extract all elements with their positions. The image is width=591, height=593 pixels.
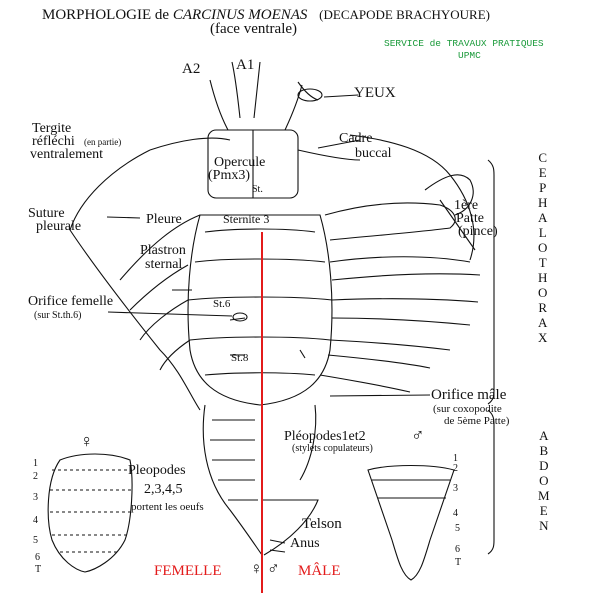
cephalothorax-letter: L (538, 225, 547, 240)
title-species: CARCINUS MOENAS (172, 7, 308, 23)
male-seg-6: 6 (455, 544, 460, 555)
sex-symbols: ♀ ♂ (250, 559, 280, 578)
abdomen-letter: D (539, 458, 549, 473)
label-telson: Telson (302, 516, 342, 532)
label-male: MÂLE (298, 563, 341, 579)
label-opercule-1: Opercule (214, 155, 266, 170)
label-orifice-male-note-2: de 5ème Patte) (444, 415, 510, 427)
female-symbol: ♀ (80, 431, 94, 451)
label-plastron-1: Plastron (140, 243, 186, 258)
abdomen-letter: O (539, 473, 549, 488)
cephalothorax-letter: T (538, 255, 547, 270)
label-pleopodes-3: portent les oeufs (131, 501, 204, 513)
page-title: MORPHOLOGIE de CARCINUS MOENAS (DECAPODE… (42, 8, 490, 23)
label-cadre-1: Cadre (339, 131, 373, 146)
cephalothorax-letter: C (538, 150, 548, 165)
label-patte-3: (pince) (458, 224, 498, 239)
female-seg-6: 6 (35, 552, 40, 563)
label-plastron-2: sternal (145, 257, 183, 272)
female-seg-1: 1 (33, 458, 38, 469)
cephalothorax-letter: A (538, 315, 548, 330)
label-st8: St.8 (231, 352, 249, 364)
cephalothorax-letter: E (538, 165, 547, 180)
male-seg-2: 2 (453, 463, 458, 474)
label-orifice-male-note-1: (sur coxopodite (433, 403, 502, 415)
abdomen-letter: B (539, 443, 549, 458)
male-seg-1: 1 (453, 453, 458, 464)
label-tergite-2: réfléchi (32, 134, 75, 149)
label-orifice-femelle: Orifice femelle (28, 294, 114, 309)
label-orifice-femelle-note: (sur St.th.6) (34, 310, 82, 321)
cephalothorax-letter: X (538, 330, 548, 345)
male-symbol: ♂ (411, 425, 425, 445)
cephalothorax-letter: H (538, 270, 548, 285)
label-a1: A1 (236, 57, 255, 73)
label-pleopodes-2: 2,3,4,5 (144, 482, 183, 497)
abdomen-letter: A (539, 428, 549, 443)
label-anus: Anus (290, 536, 320, 551)
female-seg-5: 5 (33, 535, 38, 546)
label-a2: A2 (182, 61, 201, 77)
cephalothorax-letter: H (538, 195, 548, 210)
label-yeux: YEUX (354, 85, 396, 101)
label-stylets: (stylets copulateurs) (292, 443, 373, 454)
label-cadre-2: buccal (355, 146, 392, 161)
service-line1: SERVICE de TRAVAUX PRATIQUES (384, 38, 544, 49)
label-patte-2: Patte (456, 211, 484, 226)
service-line2: UPMC (458, 50, 481, 61)
label-suture-1: Suture (28, 206, 65, 221)
label-pleopodes12: Pléopodes1et2 (284, 429, 366, 444)
label-patte-1: 1ère (454, 198, 479, 213)
label-opercule-2: (Pmx3) (208, 168, 250, 183)
label-pleure: Pleure (146, 212, 182, 227)
female-seg-4: 4 (33, 515, 38, 526)
cephalothorax-letter: O (538, 285, 548, 300)
label-tergite-1: Tergite (32, 121, 72, 136)
cephalothorax-letter: O (538, 240, 548, 255)
male-seg-3: 3 (453, 483, 458, 494)
page-subtitle: (face ventrale) (210, 21, 298, 37)
abdomen-letter: N (539, 518, 549, 533)
female-seg-t: T (35, 564, 42, 575)
title-suffix: (DECAPODE BRACHYOURE) (319, 7, 490, 22)
label-st6: St.6 (213, 298, 231, 310)
side-label-abdomen: A B D O M E N (538, 428, 550, 533)
label-tergite-3: ventralement (30, 147, 104, 162)
label-femelle: FEMELLE (154, 563, 222, 579)
label-st1: St. (252, 184, 263, 195)
female-seg-2: 2 (33, 471, 38, 482)
male-seg-t: T (455, 557, 462, 568)
male-seg-5: 5 (455, 523, 460, 534)
female-seg-3: 3 (33, 492, 38, 503)
abdomen-letter: E (539, 503, 548, 518)
label-sternite3: Sternite 3 (223, 212, 270, 226)
male-seg-4: 4 (453, 508, 458, 519)
cephalothorax-letter: A (538, 210, 548, 225)
label-pleopodes-1: Pleopodes (128, 463, 186, 478)
label-en-partie: (en partie) (84, 137, 122, 147)
side-label-cephalothorax: C E P H A L O T H O R A X (538, 150, 547, 345)
abdomen-letter: M (538, 488, 550, 503)
label-orifice-male: Orifice mâle (431, 387, 507, 403)
cephalothorax-letter: R (538, 300, 548, 315)
title-prefix: MORPHOLOGIE de (42, 7, 173, 23)
cephalothorax-letter: P (539, 180, 547, 195)
label-suture-2: pleurale (36, 219, 82, 234)
